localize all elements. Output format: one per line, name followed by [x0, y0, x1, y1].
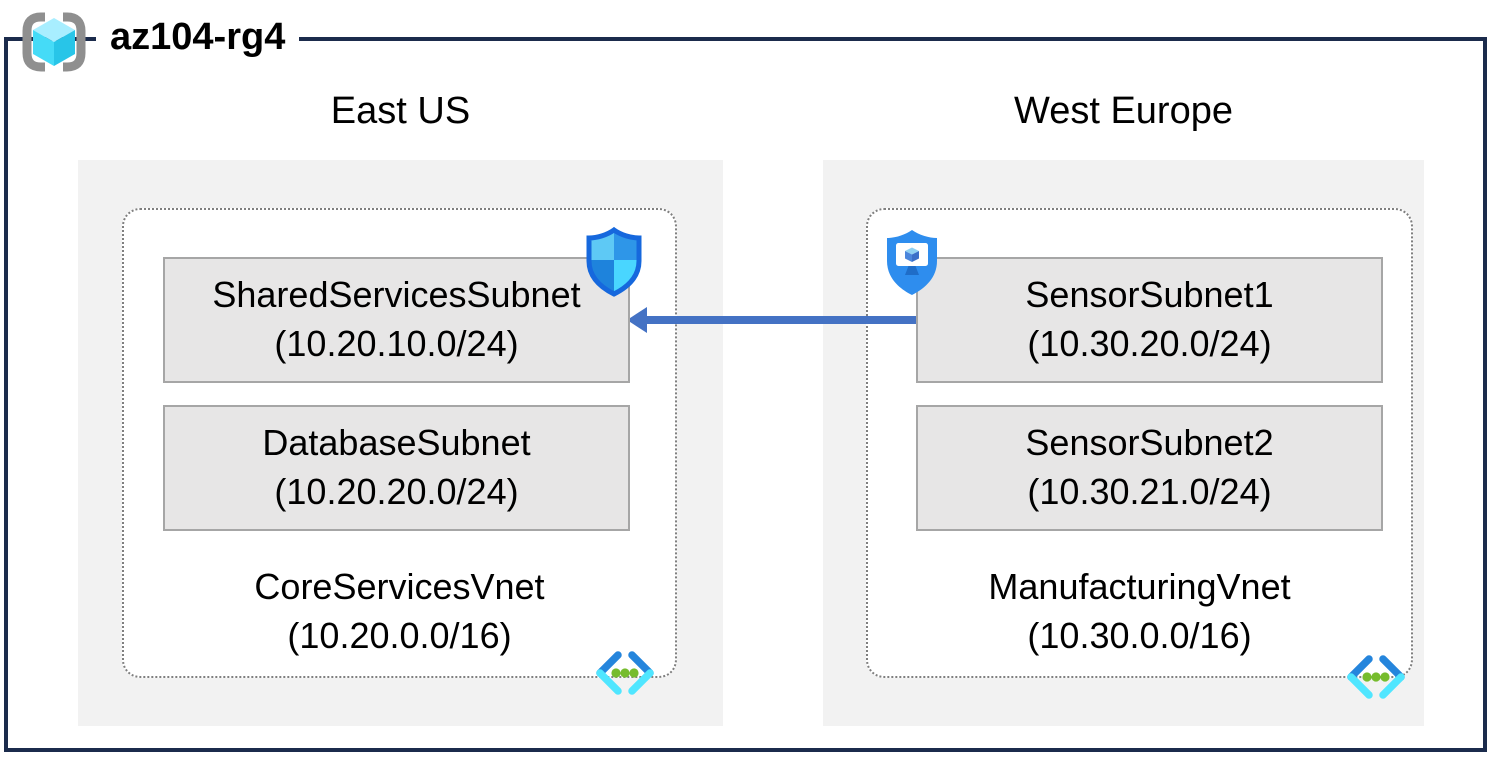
- peering-arrow-shaft: [645, 316, 916, 324]
- subnet-name: SharedServicesSubnet: [212, 274, 581, 316]
- vnet-name: CoreServicesVnet: [254, 566, 545, 607]
- virtual-network-icon: [596, 651, 654, 695]
- subnet-cidr: (10.20.20.0/24): [274, 471, 519, 512]
- peering-arrow-head: [627, 307, 647, 333]
- vnet-name: ManufacturingVnet: [988, 566, 1291, 607]
- resource-group-title: az104-rg4: [96, 14, 300, 60]
- subnet-databasesubnet: DatabaseSubnet (10.20.20.0/24): [163, 405, 630, 531]
- defender-for-iot-icon: [887, 230, 937, 295]
- subnet-name: SensorSubnet2: [1025, 422, 1274, 464]
- region-label-west-europe: West Europe: [1014, 90, 1233, 132]
- subnet-cidr: (10.30.21.0/24): [1027, 471, 1272, 512]
- vnet-cidr: (10.30.0.0/16): [1027, 614, 1252, 656]
- vnet-label-coreservicesvnet: CoreServicesVnet (10.20.0.0/16): [122, 563, 677, 661]
- vnet-label-manufacturingvnet: ManufacturingVnet (10.30.0.0/16): [866, 563, 1413, 661]
- subnet-name: DatabaseSubnet: [262, 422, 531, 464]
- vnet-cidr: (10.20.0.0/16): [287, 614, 512, 656]
- subnet-sharedservicessubnet: SharedServicesSubnet (10.20.10.0/24): [163, 257, 630, 383]
- defender-shield-icon: [586, 226, 642, 297]
- subnet-cidr: (10.30.20.0/24): [1027, 323, 1272, 364]
- subnet-name: SensorSubnet1: [1025, 274, 1274, 316]
- region-label-east-us: East US: [330, 90, 471, 132]
- subnet-sensorsubnet2: SensorSubnet2 (10.30.21.0/24): [916, 405, 1383, 531]
- virtual-network-icon: [1347, 655, 1405, 699]
- subnet-sensorsubnet1: SensorSubnet1 (10.30.20.0/24): [916, 257, 1383, 383]
- resource-group-icon: [22, 12, 86, 72]
- subnet-cidr: (10.20.10.0/24): [274, 323, 519, 364]
